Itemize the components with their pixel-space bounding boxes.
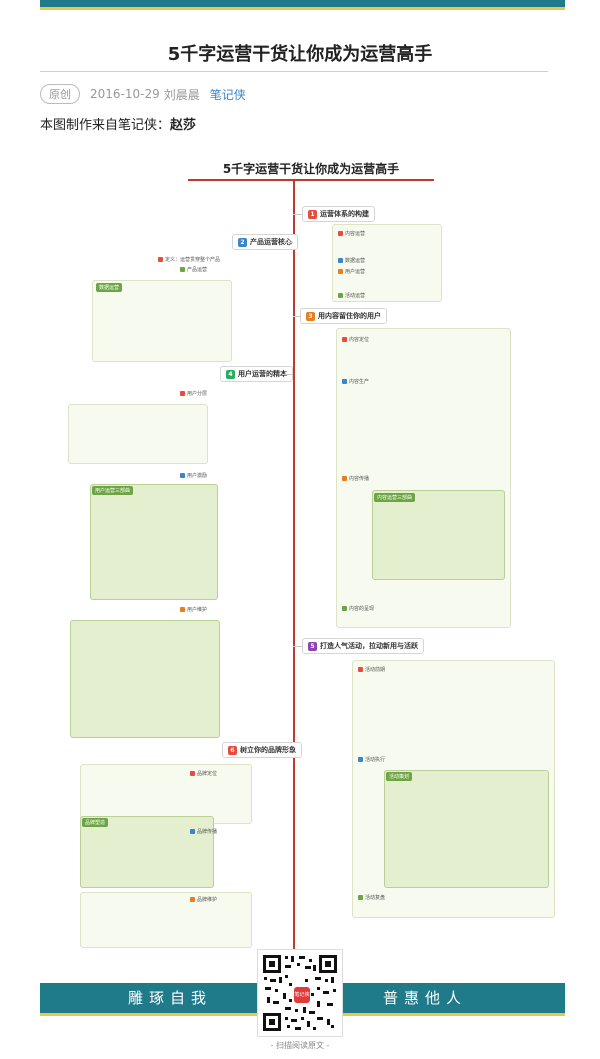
mindmap-node: 活动前期 [358,666,385,673]
branch-label: 打造人气活动，拉动新用与活跃 [320,642,418,650]
mindmap-node: 活动运营 [338,292,365,299]
branch-4-detail-box-a [68,404,208,464]
node-marker [180,607,185,612]
branch-number: 2 [238,237,247,247]
mindmap-title-underline [188,179,434,181]
mindmap-node: 数据运营 [338,257,365,264]
mindmap-title: 5千字运营干货让你成为运营高手 [222,162,400,176]
branch-2-detail-box [92,280,232,362]
branch-number: 4 [226,369,235,379]
mindmap-node: 内容定位 [342,336,369,343]
node-marker [180,267,185,272]
mindmap-branch-5: 5 打造人气活动，拉动新用与活跃 [302,638,424,654]
branch-connector [283,374,293,375]
node-marker [338,231,343,236]
qr-pattern [263,955,337,1031]
section-tag: 用户运营三部曲 [92,486,134,495]
mindmap-node: 用户维护 [180,606,207,613]
credit-prefix: 本图制作来自笔记侠： [40,118,171,133]
mindmap-node: 活动执行 [358,756,385,763]
branch-5-inner-box [384,770,549,888]
branch-3-inner-box [372,490,505,580]
node-marker [190,829,195,834]
node-marker [190,897,195,902]
section-tag: 内容运营三部曲 [374,493,416,502]
branch-label: 产品运营核心 [250,238,292,246]
mindmap-node: 用户运营 [338,268,365,275]
publish-date: 2016-10-29 [90,87,160,101]
branch-6-detail-box-a [80,764,252,824]
node-marker [358,895,363,900]
node-marker [342,476,347,481]
branch-connector [283,242,293,243]
branch-connector [293,214,303,215]
mindmap-branch-6: 6 树立你的品牌形象 [222,742,302,758]
qr-code[interactable]: 笔记侠 [258,950,342,1036]
node-marker [358,667,363,672]
branch-number: 3 [306,311,315,321]
mindmap-node: 活动复盘 [358,894,385,901]
node-marker [180,473,185,478]
branch-number: 6 [228,745,237,755]
node-marker [342,337,347,342]
branch-4-detail-box-c [70,620,220,738]
section-tag: 活动策划 [386,772,413,781]
mindmap-node: 用户分层 [180,390,207,397]
mindmap-node: 定义：运营贯穿整个产品 [158,256,220,263]
mindmap-node: 品牌传播 [190,828,217,835]
mindmap-node: 内容生产 [342,378,369,385]
mindmap-node: 内容传播 [342,475,369,482]
node-marker [342,606,347,611]
branch-1-detail-box [332,224,442,302]
mindmap-branch-3: 3 用内容留住你的用户 [300,308,387,324]
node-marker [338,269,343,274]
branch-number: 1 [308,209,317,219]
node-marker [180,391,185,396]
node-marker [338,258,343,263]
section-tag: 品牌塑造 [82,818,109,827]
top-banner-stripe [40,7,565,10]
branch-connector [283,750,293,751]
branch-connector [293,316,301,317]
section-tag: 数据运营 [96,283,123,292]
branch-label: 用内容留住你的用户 [318,312,381,320]
node-marker [190,771,195,776]
mindmap-branch-1: 1 运营体系的构建 [302,206,375,222]
branch-6-detail-box-c [80,892,252,948]
node-marker [338,293,343,298]
original-badge: 原创 [40,84,80,104]
credit-name: 赵莎 [170,118,197,133]
mindmap-branch-4: 4 用户运营的精本 [220,366,293,382]
qr-logo: 笔记侠 [294,987,310,1003]
node-marker [158,257,163,262]
node-marker [358,757,363,762]
source-link[interactable]: 笔记侠 [209,87,246,102]
article-meta: 原创 2016-10-29 刘晨晨 笔记侠 [40,84,246,104]
mindmap-node: 品牌定位 [190,770,217,777]
node-marker [342,379,347,384]
author-name: 刘晨晨 [163,87,200,102]
footer-slogan-left: 雕琢自我 [127,989,212,1007]
mindmap-spine [293,181,295,951]
mindmap-node: 产品运营 [180,266,207,273]
mindmap-node: 内容的呈现 [342,605,374,612]
mindmap-image: 5千字运营干货让你成为运营高手 1 运营体系的构建 内容运营 数据运营 用户运营… [40,150,565,951]
qr-caption: - 扫描阅读原文 - [270,1041,330,1050]
branch-label: 运营体系的构建 [320,210,369,218]
mindmap-node: 内容运营 [338,230,365,237]
branch-number: 5 [308,641,317,651]
article-title: 5千字运营干货让你成为运营高手 [167,44,433,65]
mindmap-node: 品牌维护 [190,896,217,903]
top-banner [40,0,565,7]
branch-4-detail-box-b [90,484,218,600]
title-divider [40,71,548,72]
branch-label: 树立你的品牌形象 [240,746,296,754]
mindmap-node: 用户激励 [180,472,207,479]
branch-connector [293,646,303,647]
branch-6-detail-box-b [80,816,214,888]
branch-label: 用户运营的精本 [238,370,287,378]
footer-slogan-right: 普惠他人 [382,989,467,1007]
mindmap-branch-2: 2 产品运营核心 [232,234,298,250]
image-credit: 本图制作来自笔记侠：赵莎 [40,114,196,133]
